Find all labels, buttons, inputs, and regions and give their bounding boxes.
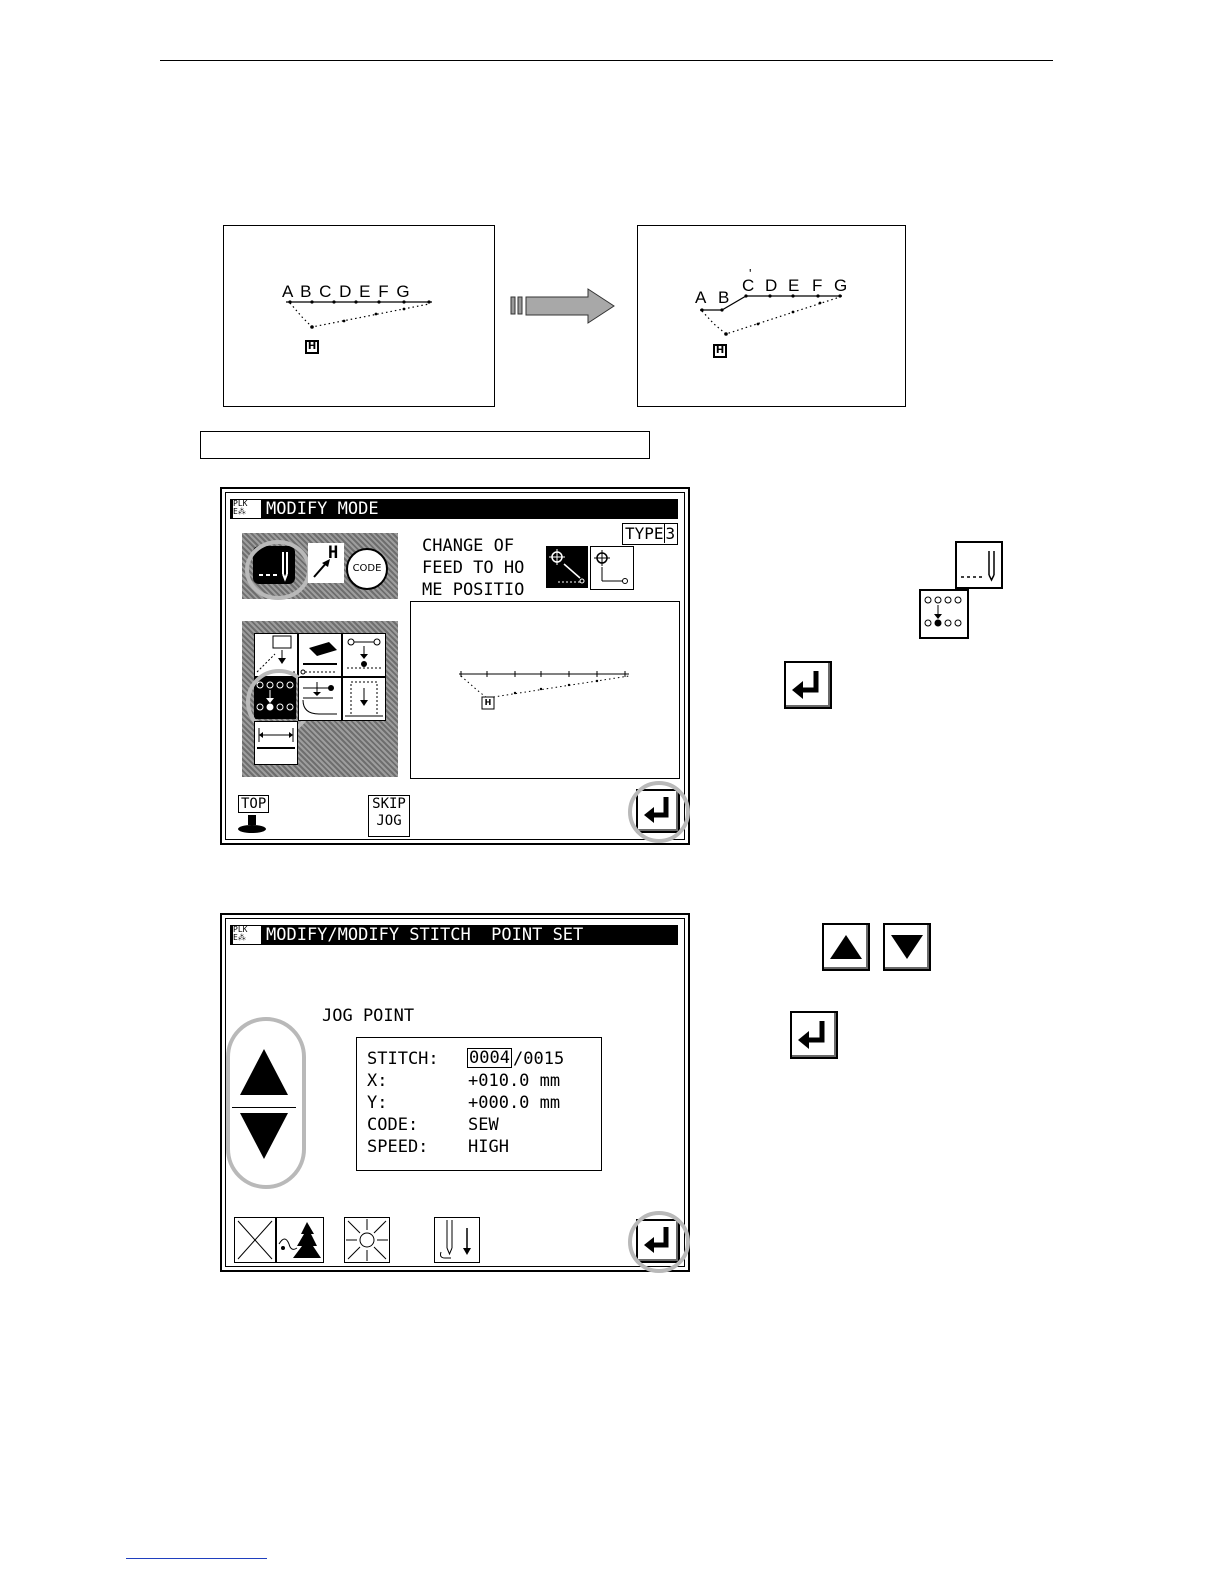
trace-button[interactable] <box>276 1217 324 1263</box>
screen-title: MODIFY/MODIFY STITCH POINT SET <box>230 925 678 945</box>
close-icon <box>235 1218 275 1262</box>
cancel-button[interactable] <box>234 1217 276 1263</box>
down-button[interactable] <box>232 1109 296 1171</box>
code-button[interactable]: CODE <box>346 548 388 590</box>
top-button[interactable]: TOP <box>234 795 274 835</box>
y-label: Y: <box>367 1092 387 1114</box>
stitch-current-field[interactable]: 0004 <box>467 1048 512 1068</box>
add-point-tool-button[interactable] <box>342 633 386 677</box>
caption-box <box>200 431 650 459</box>
needle-down-icon <box>435 1218 479 1262</box>
up-button[interactable] <box>232 1037 296 1108</box>
center-button[interactable] <box>344 1217 390 1263</box>
home-marker-icon: H <box>305 340 319 354</box>
stitch-info-box: STITCH: 0004 /0015 X: +010.0 mm Y: +000.… <box>356 1037 602 1171</box>
up-triangle-icon <box>822 923 870 971</box>
enter-icon <box>790 1011 838 1059</box>
type-value: 3 <box>664 524 676 543</box>
feed-type-direct-button[interactable] <box>546 546 588 588</box>
down-triangle-icon <box>883 923 931 971</box>
preview-home-marker-icon: H <box>482 697 494 709</box>
move-point-tool-button[interactable] <box>298 677 342 721</box>
needle-feed-icon <box>955 541 1003 589</box>
stretch-tool-button[interactable] <box>254 721 298 765</box>
center-arrows-icon <box>345 1218 389 1262</box>
x-label: X: <box>367 1070 387 1092</box>
feed-home-button[interactable]: H <box>308 543 344 583</box>
mode-description: CHANGE OF FEED TO HO ME POSITIO <box>422 535 524 601</box>
down-triangle-icon <box>232 1109 296 1171</box>
needle-down-button[interactable] <box>434 1217 480 1263</box>
pattern-preview: H <box>410 601 680 779</box>
speed-value: HIGH <box>468 1136 509 1158</box>
delete-point-tool-button[interactable] <box>342 677 386 721</box>
after-pattern-illustration: A B C ' D E F G H <box>637 225 906 407</box>
y-value: +000.0 mm <box>468 1092 560 1114</box>
trace-icon <box>277 1218 323 1262</box>
after-home-marker-icon: H <box>713 344 727 358</box>
enter-icon <box>784 661 832 709</box>
x-value: +010.0 mm <box>468 1070 560 1092</box>
move-pattern-tool-button[interactable] <box>298 633 342 677</box>
before-stitch-path <box>224 226 494 406</box>
highlight-ring-enter <box>628 1211 690 1273</box>
right-arrow-icon <box>510 288 616 324</box>
stitch-label: STITCH: <box>367 1048 439 1070</box>
highlight-ring-enter <box>628 781 690 843</box>
modify-stitch-point-icon <box>919 589 969 639</box>
jog-point-heading: JOG POINT <box>322 1005 414 1027</box>
before-pattern-illustration: A B C D E F G H <box>223 225 495 407</box>
header-rule <box>160 60 1053 61</box>
skip-jog-button[interactable]: SKIP JOG <box>368 795 410 837</box>
screen-title: MODIFY MODE <box>230 499 678 519</box>
speed-label: SPEED: <box>367 1136 428 1158</box>
after-stitch-path <box>638 226 905 406</box>
type-label: TYPE <box>625 524 664 543</box>
up-triangle-icon <box>232 1037 296 1107</box>
footer-link-underline <box>126 1558 267 1559</box>
home-label: H <box>328 543 338 563</box>
code-value: SEW <box>468 1114 499 1136</box>
code-label: CODE: <box>367 1114 418 1136</box>
feed-type-xy-button[interactable] <box>590 546 634 590</box>
highlight-ring-needle <box>245 540 311 600</box>
stitch-total: /0015 <box>513 1048 564 1070</box>
